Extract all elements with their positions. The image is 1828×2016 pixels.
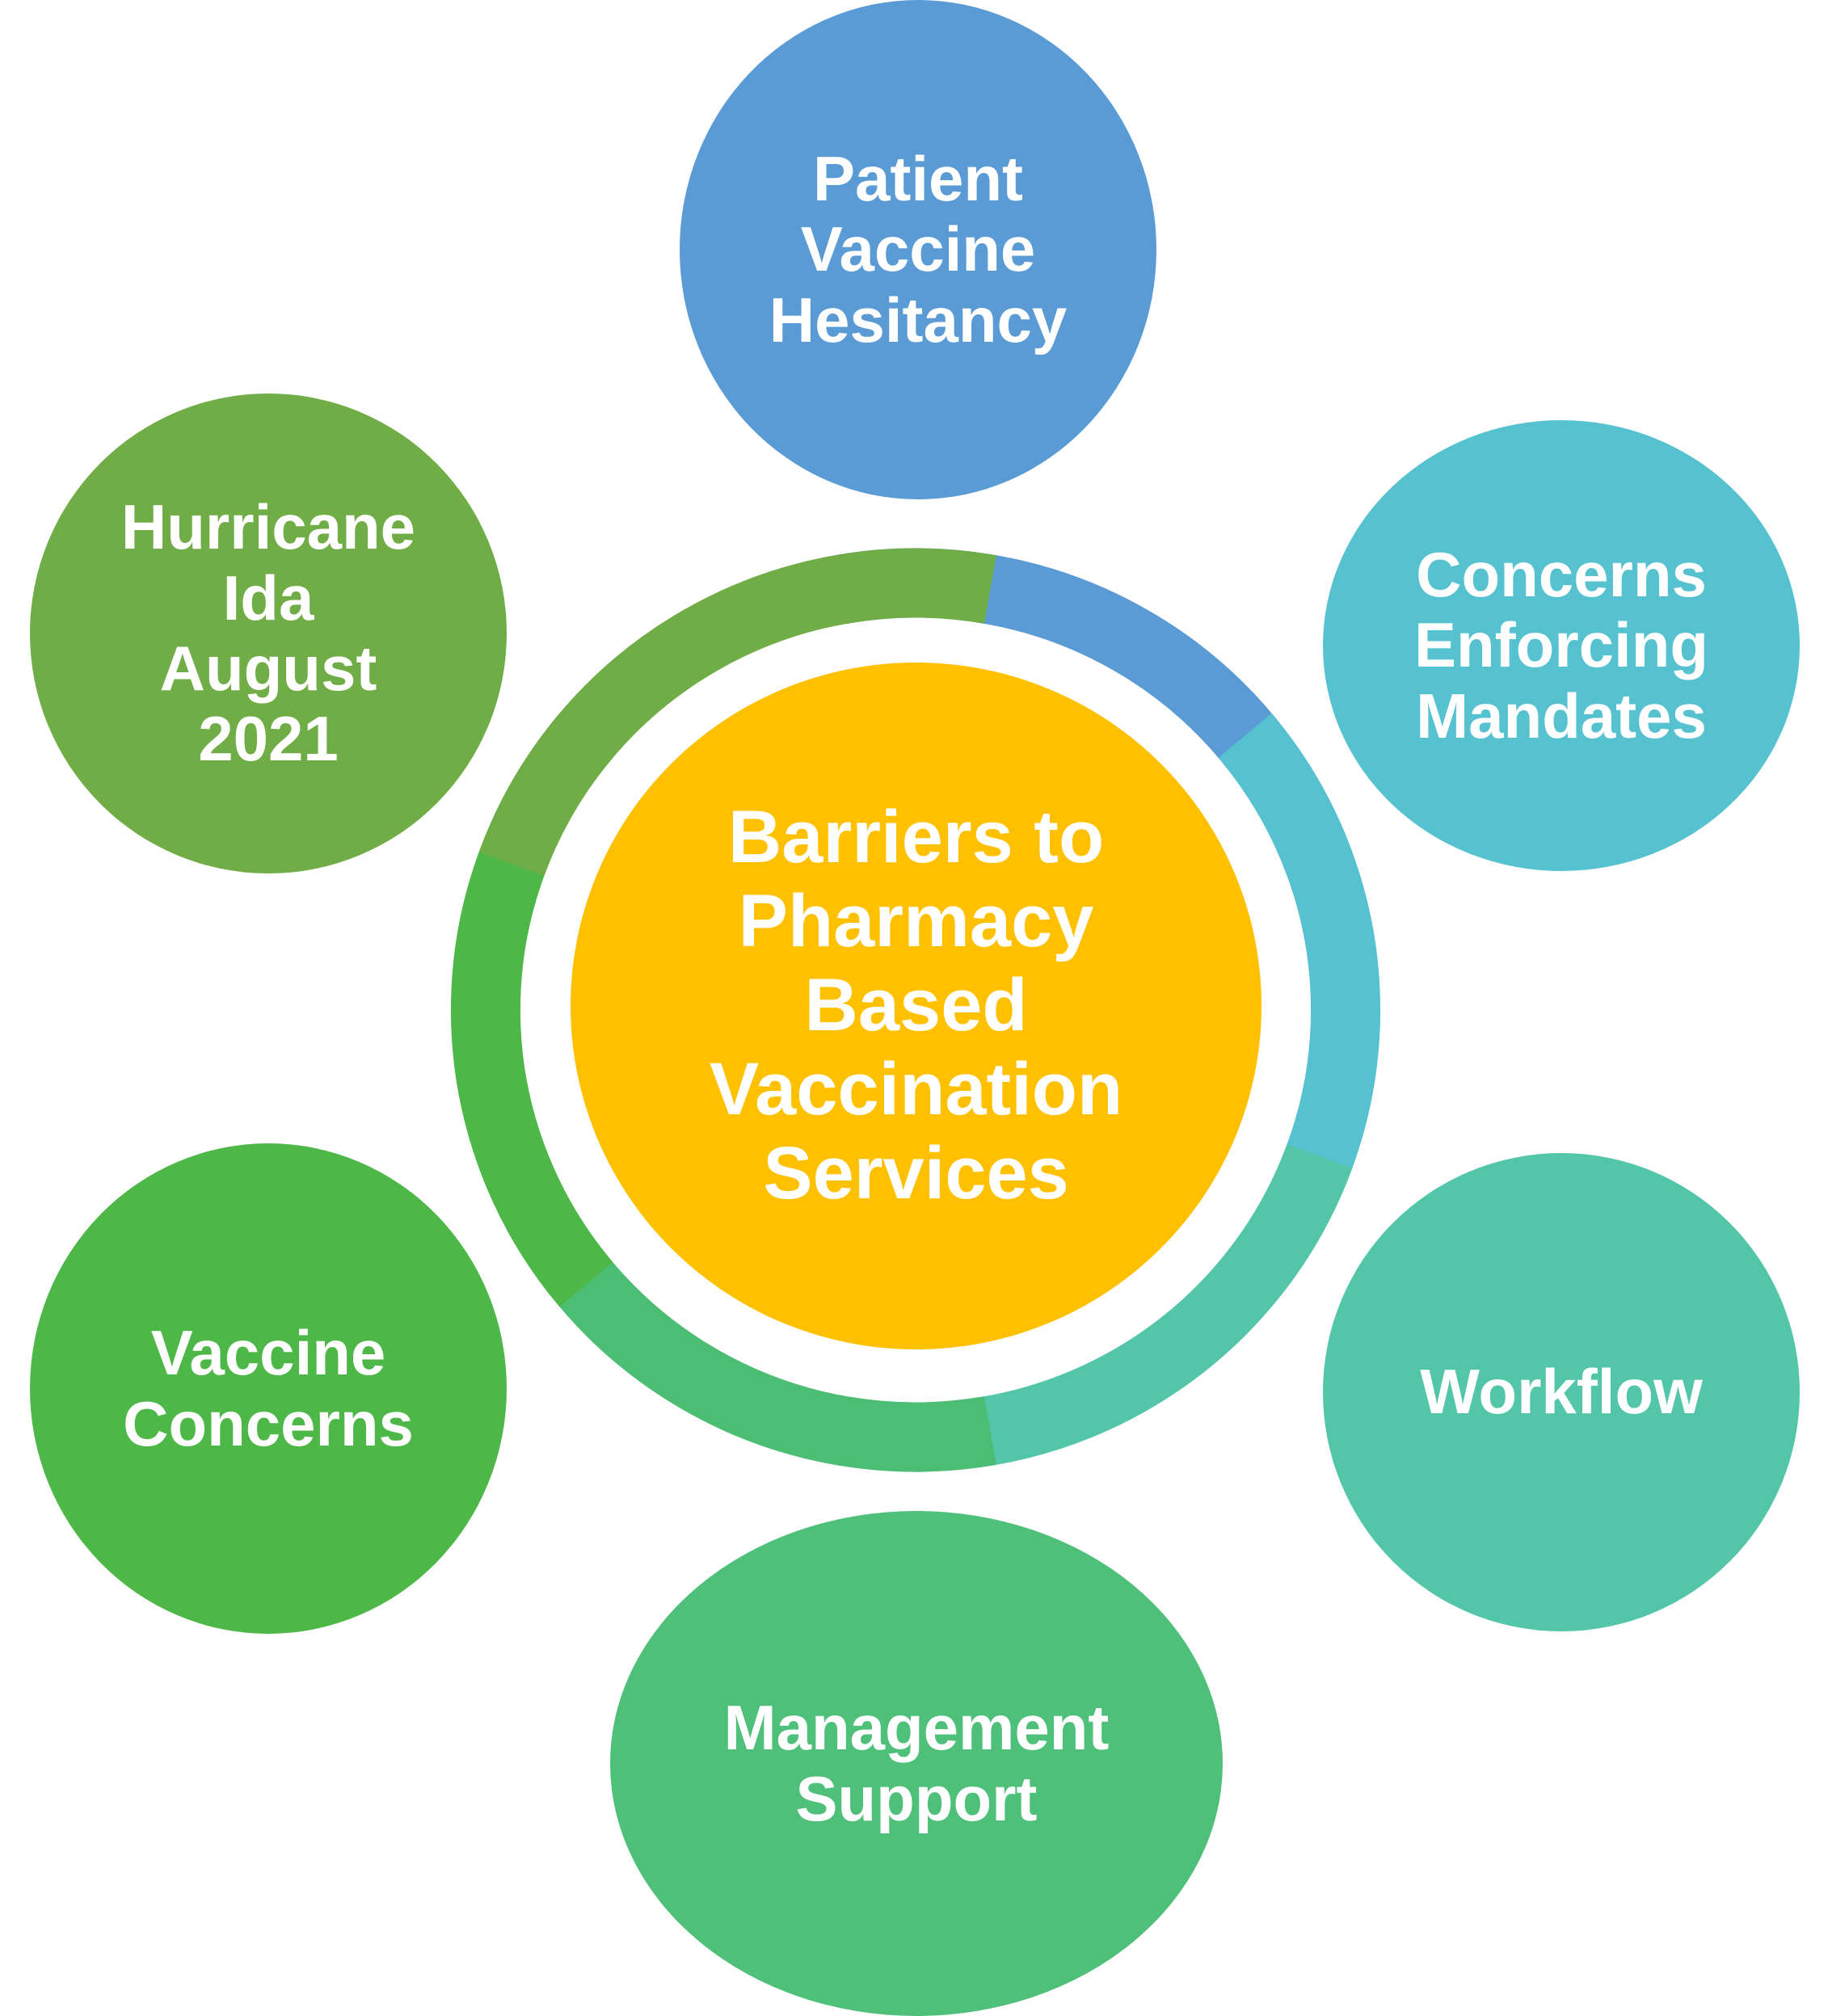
node-label: Vaccine Concerns bbox=[123, 1317, 414, 1459]
node-concerns-enforcing-mandates: Concerns Enforcing Mandates bbox=[1323, 420, 1800, 871]
node-label: Patient Vaccine Hesitancy bbox=[769, 142, 1068, 356]
node-label: Management Support bbox=[723, 1692, 1110, 1834]
node-label: Hurricane Ida August 2021 bbox=[120, 491, 416, 775]
node-workflow: Workflow bbox=[1323, 1153, 1800, 1631]
node-management-support: Management Support bbox=[610, 1511, 1223, 2016]
hub-barriers-to-pharmacy-based-vaccination: Barriers to Pharmacy Based Vaccination S… bbox=[571, 663, 1261, 1349]
ring-segment-upper-left-to-top bbox=[478, 548, 996, 877]
node-hurricane-ida: Hurricane Ida August 2021 bbox=[30, 394, 507, 873]
node-label: Workflow bbox=[1420, 1356, 1703, 1428]
node-vaccine-concerns: Vaccine Concerns bbox=[30, 1143, 507, 1634]
node-label: Concerns Enforcing Mandates bbox=[1414, 538, 1708, 751]
node-patient-vaccine-hesitancy: Patient Vaccine Hesitancy bbox=[680, 0, 1156, 499]
hub-label: Barriers to Pharmacy Based Vaccination S… bbox=[709, 796, 1123, 1214]
